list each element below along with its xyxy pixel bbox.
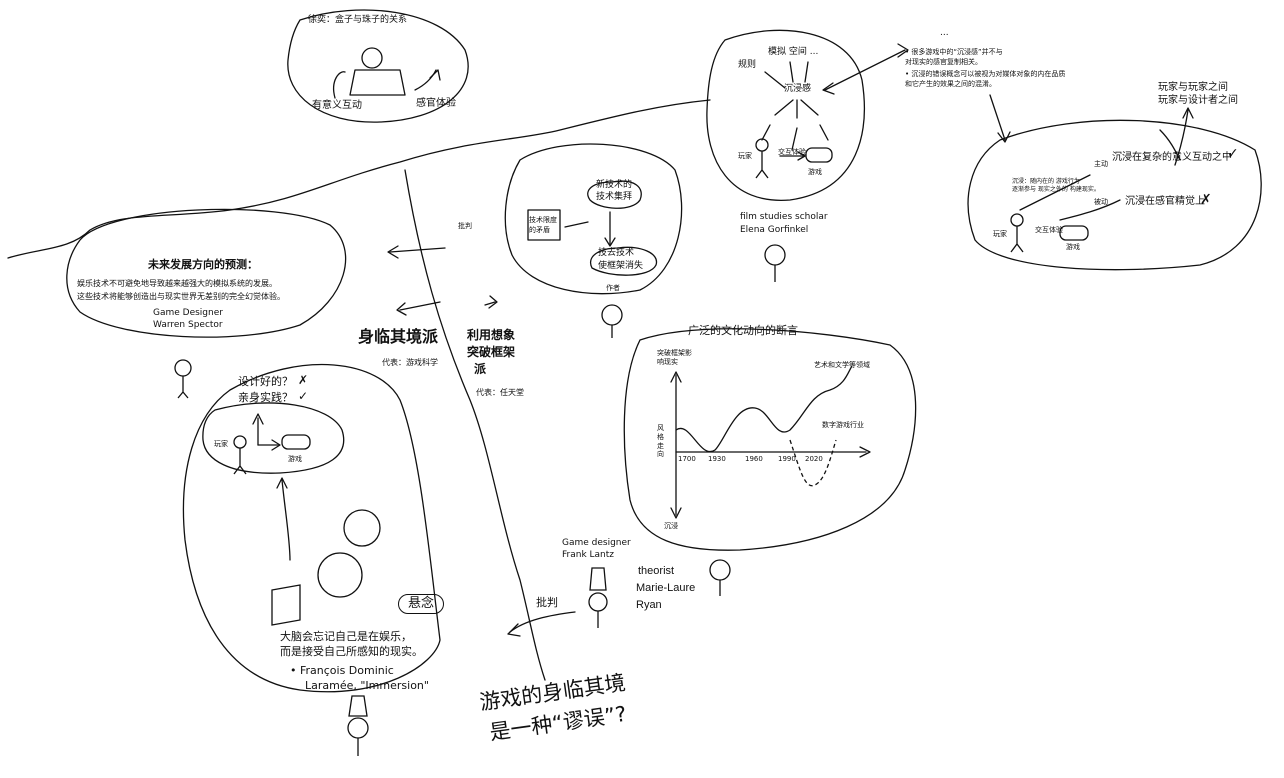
immersion-center-label: 沉浸感 <box>784 84 812 94</box>
ryan-name-line1: Marie-Laure <box>636 582 696 594</box>
player-designer-label: 玩家与设计者之间 <box>1158 95 1238 106</box>
new-tech-line1: 新技术的 <box>596 180 633 190</box>
controller-icons <box>281 147 1089 450</box>
question-practice: 亲身实践？ <box>238 391 293 404</box>
gorfinkel-name: Elena Gorfinkel <box>740 225 809 235</box>
x-tick-1700: 1700 <box>678 455 696 463</box>
complex-interaction-label: 沉浸在复杂的意义互动之中 <box>1112 152 1232 163</box>
imagination-school-rep: 代表：任天堂 <box>476 388 524 397</box>
game-label-right: 游戏 <box>1066 243 1080 251</box>
spector-name: Warren Spector <box>153 320 223 330</box>
chart-series-layer <box>675 365 853 487</box>
bubble-caption: 徐奕：盒子与珠子的关系 <box>308 15 408 25</box>
lantz-name: Frank Lantz <box>562 550 615 560</box>
interaction-label-right: 交互体验 <box>1035 226 1063 234</box>
gorfinkel-role: film studies scholar <box>740 212 828 222</box>
note-bullet1-line1: • 很多游戏中的“沉浸感”并不与 <box>905 48 1003 56</box>
interaction-label: 交互体验 <box>778 148 806 156</box>
series-art-literature <box>675 365 853 453</box>
x-tick-1930: 1930 <box>708 455 726 463</box>
question-designed: 设计好的？ <box>238 375 293 388</box>
check-mark: ✓ <box>1227 146 1239 162</box>
chart-ylabel-top: 突破框架影响现实 <box>657 349 692 366</box>
prediction-body-line2: 这些技术将能够创造出与现实世界无差别的完全幻觉体验。 <box>77 292 285 301</box>
chart-ylabel-bottom: 沉浸 <box>664 522 678 530</box>
tech-limit-line2: 的矛盾 <box>529 226 550 234</box>
note-bullet2-line1: • 沉浸的错误概念可以被视为对媒体对象的内在品质 <box>905 70 1066 78</box>
new-tech-line2: 技术集拜 <box>596 192 633 202</box>
ryan-role: theorist <box>638 565 675 577</box>
cross-mark: ✗ <box>1200 192 1212 208</box>
immersion-school-rep: 代表：游戏科学 <box>382 358 438 367</box>
critique-label-top: 批判 <box>458 222 472 230</box>
imagination-school-line2: 突破框架 <box>467 345 516 359</box>
right-bubble-note: 沉浸：随内在的 游戏行为 逐渐参与 现实之外的 构建现实。 <box>1012 178 1100 193</box>
stick-figures <box>174 138 1024 756</box>
sensory-experience-label: 感官体验 <box>416 98 456 109</box>
question-designed-mark: ✗ <box>298 373 309 387</box>
player-label-left: 玩家 <box>214 440 228 448</box>
remove-tech-line2: 使框架消失 <box>598 261 644 271</box>
player-label: 玩家 <box>738 152 752 160</box>
game-label: 游戏 <box>808 168 822 176</box>
note-bullet2-line2: 和它产生的效果之间的混淆。 <box>905 80 996 88</box>
note-bullet1-line2: 对现实的感官复制相关。 <box>905 58 982 66</box>
chart-annotation-art: 艺术和文学等领域 <box>814 361 870 369</box>
suspense-bubble: 悬念 <box>398 594 445 615</box>
immersion-school-title: 身临其境派 <box>358 327 439 346</box>
question-practice-mark: ✓ <box>298 389 309 403</box>
simulation-space-labels: 模拟 空间 ... <box>768 47 819 57</box>
lantz-role: Game designer <box>562 538 631 548</box>
critique-label-bottom: 批判 <box>536 596 558 609</box>
ellipsis: ... <box>940 28 949 38</box>
ryan-name-line2: Ryan <box>636 599 662 611</box>
prediction-body-line1: 娱乐技术不可避免地导致越来越强大的模拟系统的发展。 <box>77 279 277 288</box>
imagination-school-line3: 派 <box>474 362 487 376</box>
series-digital-games <box>789 439 837 487</box>
rules-label: 规则 <box>738 60 757 70</box>
x-tick-1960: 1960 <box>745 455 763 463</box>
meaningful-interaction-label: 有意义互动 <box>312 100 362 111</box>
quote-line2: 而是接受自己所感知的现实。 <box>280 645 423 658</box>
player-player-label: 玩家与玩家之间 <box>1158 82 1228 93</box>
chart-ylabel-mid: 风格走向 <box>657 424 664 459</box>
prediction-heading: 未来发展方向的预测： <box>148 258 258 271</box>
sensory-fidelity-label: 沉浸在感官精觉上 <box>1125 196 1205 207</box>
laramee-name-line1: • François Dominic <box>290 664 394 677</box>
chart-annotation-games: 数字游戏行业 <box>822 421 864 429</box>
remove-tech-line1: 技去技术 <box>598 248 635 258</box>
laramee-name-line2: Laramée, "Immersion" <box>305 679 429 692</box>
author-label: 作者 <box>606 284 620 292</box>
active-label: 主动 <box>1094 160 1108 168</box>
imagination-school-line1: 利用想象 <box>467 328 516 342</box>
game-label-left: 游戏 <box>288 455 302 463</box>
x-tick-2020: 2020 <box>805 455 823 463</box>
x-tick-1990: 1990 <box>778 455 796 463</box>
spector-role: Game Designer <box>153 308 223 318</box>
player-label-right: 玩家 <box>993 230 1007 238</box>
quote-line1: 大脑会忘记自己是在娱乐， <box>280 630 412 643</box>
tech-limit-line1: 技术限度 <box>529 216 557 224</box>
passive-label: 被动 <box>1094 198 1108 206</box>
chart-title: 广泛的文化动向的断言 <box>688 324 798 337</box>
